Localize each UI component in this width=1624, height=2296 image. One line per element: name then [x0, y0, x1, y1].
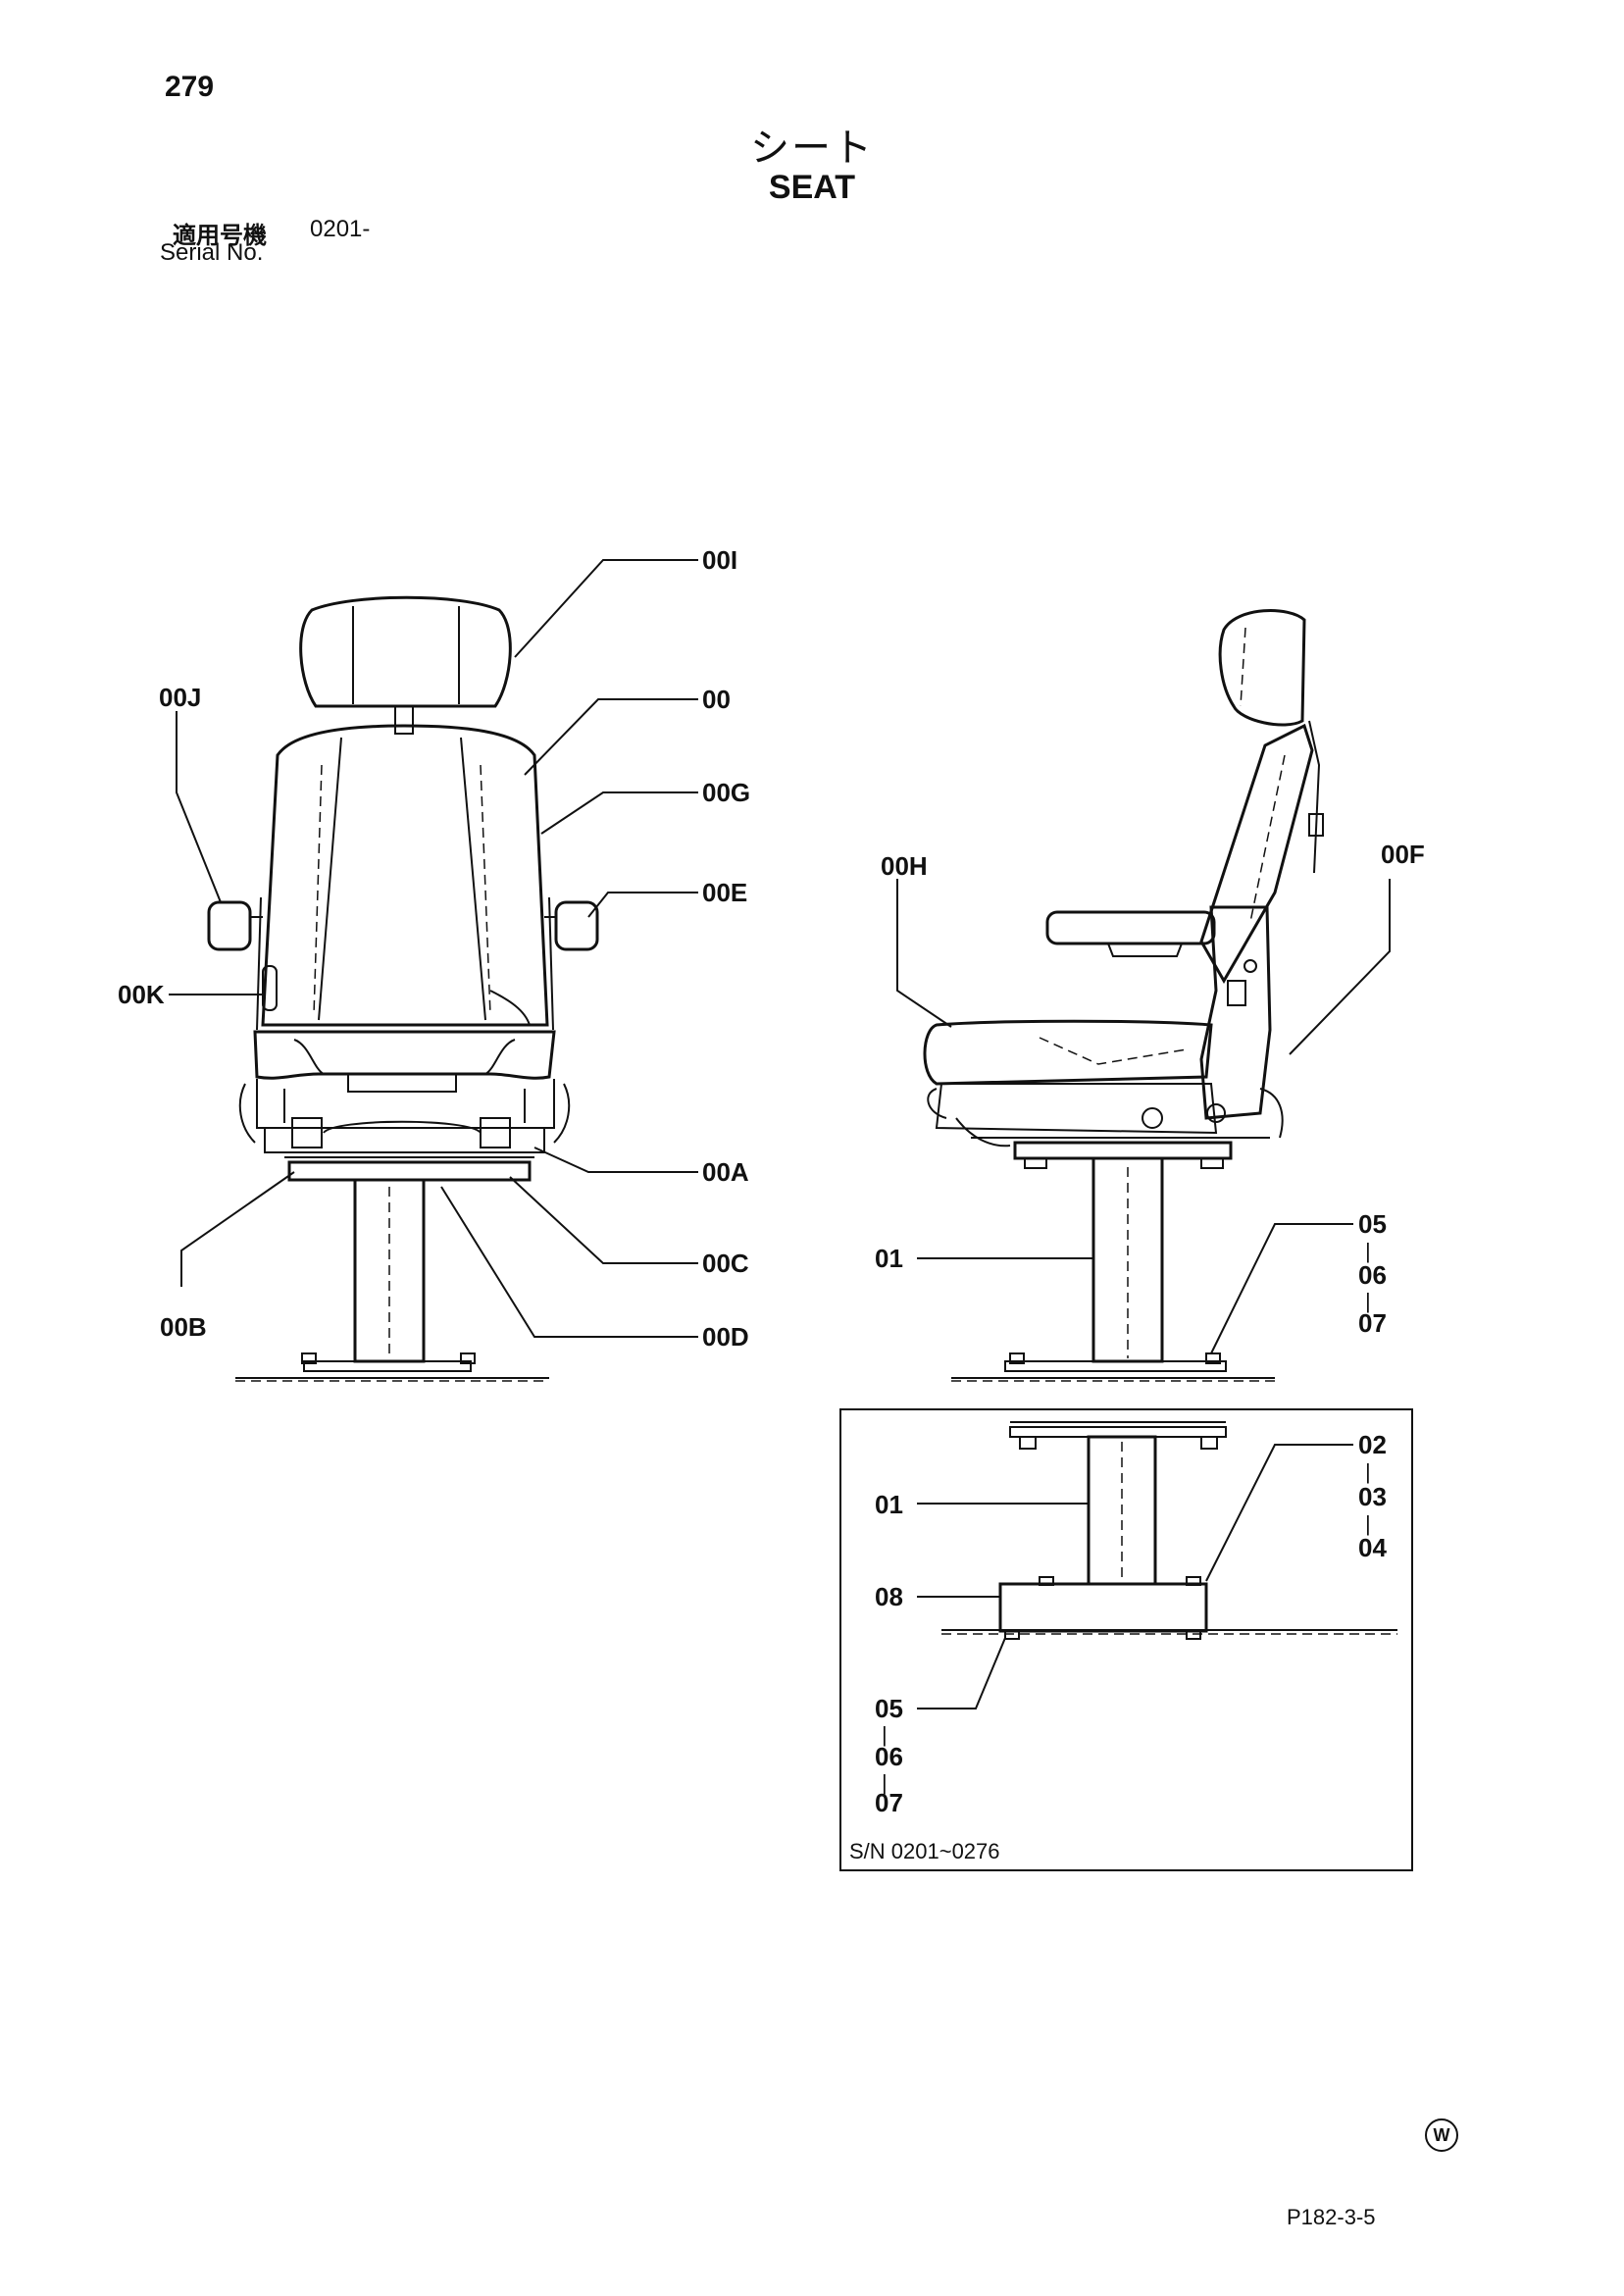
- serial-label-japanese: 適用号機: [173, 223, 267, 249]
- w-mark-icon: W: [1425, 2118, 1458, 2152]
- page-code: P182-3-5: [1287, 2205, 1376, 2229]
- svg-text:|: |: [1365, 1289, 1371, 1313]
- callout-00: 00: [702, 685, 731, 714]
- title-english: SEAT: [768, 169, 856, 206]
- callout-05-side: 05: [1358, 1209, 1387, 1239]
- callout-04: 04: [1358, 1533, 1387, 1562]
- callout-00I: 00I: [702, 545, 737, 575]
- callout-00G: 00G: [702, 778, 750, 807]
- callout-06-inset: 06: [875, 1742, 903, 1771]
- callout-01-inset: 01: [875, 1490, 903, 1519]
- callout-00C: 00C: [702, 1249, 749, 1278]
- callout-08: 08: [875, 1582, 903, 1611]
- callout-07-inset: 07: [875, 1788, 903, 1817]
- front-view-seat: [207, 595, 599, 1382]
- callout-05-inset: 05: [875, 1694, 903, 1723]
- svg-text:|: |: [1365, 1511, 1371, 1536]
- front-leader-lines: [169, 559, 698, 1338]
- serial-label-english: Serial No.: [160, 239, 264, 266]
- inset-caption: S/N 0201~0276: [849, 1839, 1000, 1863]
- svg-text:|: |: [882, 1722, 888, 1747]
- callout-00J: 00J: [159, 683, 201, 712]
- serial-range: 0201-: [310, 216, 371, 242]
- callout-00E: 00E: [702, 878, 747, 907]
- callout-07-side: 07: [1358, 1308, 1387, 1338]
- inset-detail-box: [839, 1408, 1413, 1871]
- callout-02: 02: [1358, 1430, 1387, 1459]
- title-japanese: シート: [750, 127, 874, 170]
- page-number: 279: [165, 71, 215, 103]
- side-leader-lines: [896, 879, 1391, 1354]
- callout-06-side: 06: [1358, 1260, 1387, 1290]
- svg-text:|: |: [882, 1770, 888, 1795]
- callout-00F: 00F: [1381, 840, 1425, 869]
- svg-text:|: |: [1365, 1239, 1371, 1263]
- callout-00K: 00K: [118, 980, 165, 1009]
- callout-03: 03: [1358, 1482, 1387, 1511]
- callout-00B: 00B: [160, 1312, 207, 1342]
- callout-00H: 00H: [881, 851, 928, 881]
- side-view-seat: [923, 609, 1324, 1382]
- callout-01-side: 01: [875, 1244, 903, 1273]
- svg-text:|: |: [1365, 1459, 1371, 1484]
- callout-00A: 00A: [702, 1157, 749, 1187]
- callout-00D: 00D: [702, 1322, 749, 1352]
